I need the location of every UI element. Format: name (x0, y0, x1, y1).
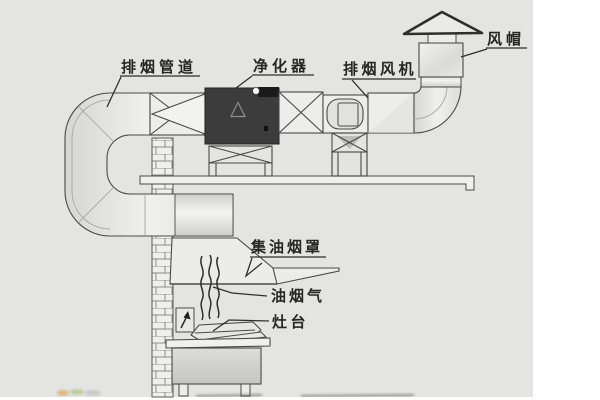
stove-table (165, 337, 271, 397)
fan-housing (322, 94, 369, 134)
label-oil-collection-hood: 集油烟罩 (250, 238, 323, 256)
stove-leg (240, 383, 251, 397)
arrow-up-icon (183, 311, 191, 320)
label-stove: 灶台 (272, 313, 309, 331)
purifier-triangle-mark (230, 101, 246, 118)
label-wind-cap: 风帽 (487, 30, 525, 48)
return-duct-segment (174, 193, 234, 237)
purifier-top-panel (258, 87, 279, 97)
mid-transition-duct (278, 91, 324, 134)
support-slab (139, 175, 475, 191)
label-exhaust-duct: 排烟管道 (121, 58, 197, 76)
label-exhaust-fan: 排烟风机 (343, 60, 417, 78)
oil-collection-hood (169, 237, 340, 285)
wind-cap-hat (402, 10, 484, 36)
fan-outlet-duct (367, 92, 415, 134)
u-turn-duct (64, 92, 234, 237)
purifier-stand (208, 145, 273, 177)
label-purifier: 净化器 (253, 57, 310, 75)
fan-motor (337, 102, 359, 127)
fan-stand (331, 132, 368, 177)
stove-leg (178, 383, 189, 397)
purifier-indicator-dot (252, 87, 260, 95)
watermark-smudge (57, 389, 415, 397)
wind-cap-collar (427, 33, 457, 44)
inlet-transition-duct (149, 92, 206, 136)
wind-cap-body (418, 42, 464, 78)
label-oil-fume: 油烟气 (271, 287, 325, 305)
gas-inlet-box (175, 307, 195, 333)
riser-elbow (413, 74, 462, 134)
purifier-corner-mark (264, 126, 268, 131)
wind-cap (402, 10, 484, 78)
purifier-box (204, 87, 280, 145)
annotation-layer: 排烟管道 净化器 排烟风机 风帽 集油烟罩 油烟气 灶台 (106, 30, 527, 332)
fan-scroll (326, 98, 364, 130)
